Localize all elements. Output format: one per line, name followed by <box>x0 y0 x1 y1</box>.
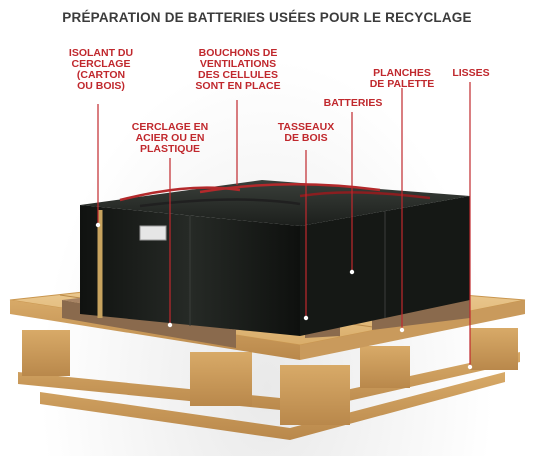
pallet-block <box>190 352 252 406</box>
label-batteries: BATTERIES <box>316 98 390 109</box>
label-planches-palette: PLANCHES DE PALETTE <box>364 68 440 90</box>
label-line: SONT EN PLACE <box>195 80 281 92</box>
label-line: BOUCHONS DE <box>198 47 278 59</box>
label-line: DE BOIS <box>284 132 328 144</box>
label-line: ISOLANT DU <box>68 47 134 59</box>
leader-dots <box>95 222 473 370</box>
label-line: OU BOIS) <box>77 80 125 92</box>
label-line: (CARTON <box>76 69 126 81</box>
label-lisses: LISSES <box>446 68 496 79</box>
label-cerclage: CERCLAGE EN ACIER OU EN PLASTIQUE <box>128 122 212 155</box>
label-line: VENTILATIONS <box>199 58 277 70</box>
pallet-block <box>280 365 350 425</box>
wood-cleat <box>372 300 470 330</box>
label-bouchons-ventilation: BOUCHONS DE VENTILATIONS DES CELLULES SO… <box>186 48 290 92</box>
battery-cables <box>119 183 431 208</box>
label-isolant-cerclage: ISOLANT DU CERCLAGE (CARTON OU BOIS) <box>58 48 144 92</box>
diagram-title: PRÉPARATION DE BATTERIES USÉES POUR LE R… <box>62 10 472 25</box>
label-line: PLANCHES <box>373 67 431 79</box>
pallet-block <box>22 330 70 376</box>
pallet-bottom-board <box>18 352 520 412</box>
pallet-block <box>470 328 518 370</box>
label-line: TASSEAUX <box>277 121 335 133</box>
label-line: ACIER OU EN <box>135 132 205 144</box>
pallet-bottom-board <box>40 372 505 440</box>
label-line: DE PALETTE <box>369 78 435 90</box>
label-line: DES CELLULES <box>198 69 278 81</box>
batteries <box>80 180 470 336</box>
label-line: LISSES <box>452 67 490 79</box>
label-line: BATTERIES <box>323 97 383 109</box>
pallet-block <box>360 346 410 388</box>
battery-connector <box>139 225 167 241</box>
battery-top <box>80 180 470 226</box>
label-tasseaux: TASSEAUX DE BOIS <box>268 122 344 144</box>
label-line: CERCLAGE EN <box>131 121 209 133</box>
leader-lines <box>97 82 471 367</box>
label-line: CERCLAGE <box>71 58 131 70</box>
label-line: PLASTIQUE <box>139 143 201 155</box>
